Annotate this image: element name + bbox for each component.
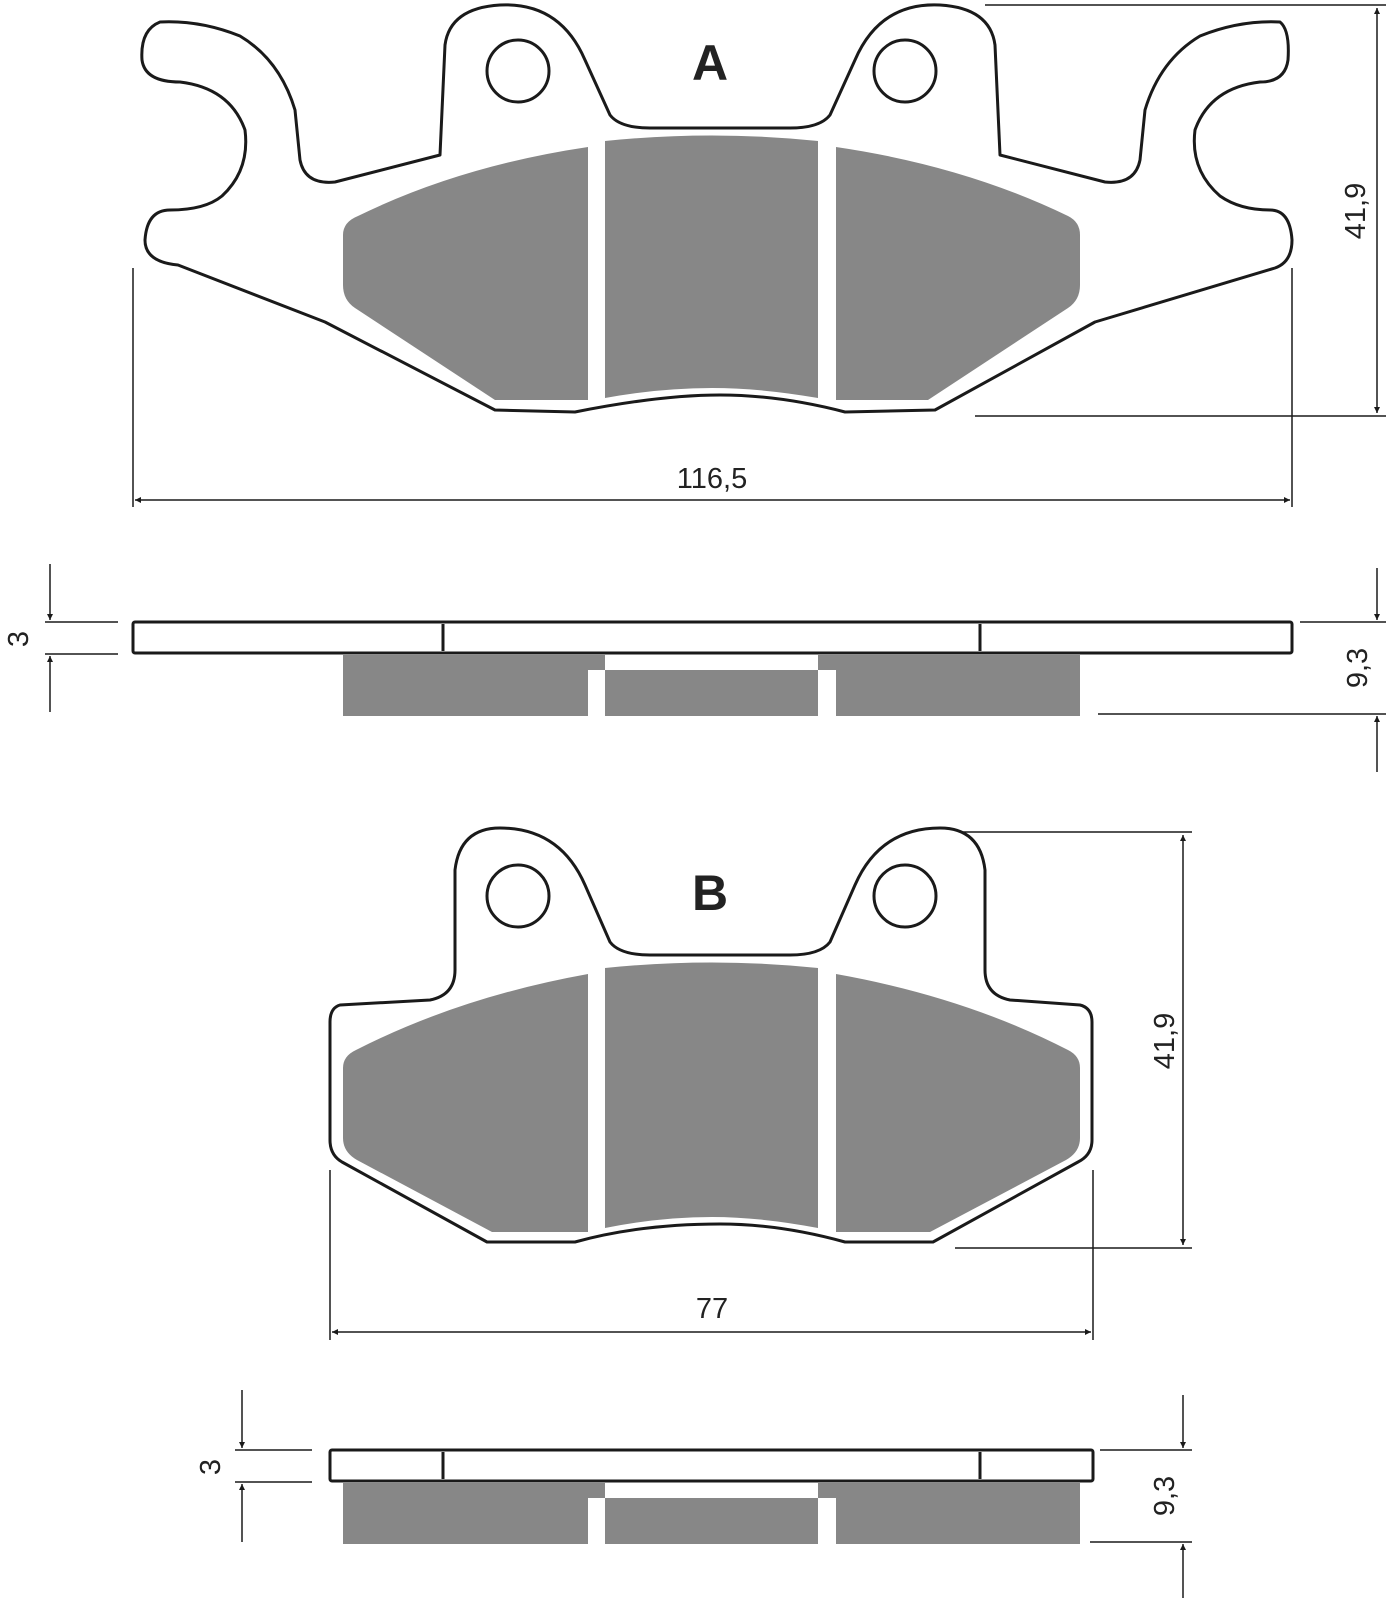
pad-a-front-view: A	[140, 3, 1294, 414]
pad-b-side-view: 3 9,3	[195, 1390, 1192, 1598]
pad-a-side-view: 3 9,3	[3, 564, 1386, 772]
pad-b-side-friction-center	[605, 1498, 818, 1544]
pad-b-friction-right	[836, 974, 1080, 1232]
pad-a-width-value: 116,5	[677, 463, 747, 495]
pad-b-side-friction-right	[836, 1483, 1080, 1544]
pad-a-label: A	[692, 35, 728, 91]
pad-a-mounting-hole-left	[485, 38, 551, 104]
pad-a-side-friction-center	[605, 670, 818, 716]
pad-a-side-plate	[131, 620, 1294, 655]
pad-a-plate-thickness-value: 3	[3, 631, 35, 647]
pad-b-width-value: 77	[696, 1293, 728, 1325]
pad-b-side-plate	[328, 1448, 1095, 1483]
pad-a-dimensions: 116,5 41,9	[132, 4, 1386, 507]
pad-a-mounting-hole-right	[872, 38, 938, 104]
pad-b-label: B	[692, 865, 728, 921]
pad-b-height-value: 41,9	[1149, 1013, 1181, 1069]
pad-b-dimensions: 77 41,9	[329, 831, 1192, 1340]
pad-a-friction-right	[836, 147, 1080, 400]
pad-b-front-view: B	[328, 826, 1094, 1244]
pad-b-total-thickness-value: 9,3	[1149, 1476, 1181, 1516]
pad-b-mounting-hole-left	[485, 863, 551, 929]
pad-a-friction-left	[343, 147, 588, 400]
pad-b-plate-thickness-value: 3	[195, 1459, 227, 1475]
pad-b-side-friction-left	[343, 1483, 588, 1544]
pad-b-friction-center	[605, 962, 818, 1228]
pad-b-mounting-hole-right	[872, 863, 938, 929]
pad-a-side-friction-left	[343, 655, 588, 716]
pad-a-friction-center	[605, 135, 818, 398]
pad-a-total-thickness-value: 9,3	[1342, 648, 1374, 688]
pad-b-friction-left	[343, 974, 588, 1232]
pad-a-height-value: 41,9	[1340, 183, 1372, 239]
pad-a-side-friction-right	[836, 655, 1080, 716]
